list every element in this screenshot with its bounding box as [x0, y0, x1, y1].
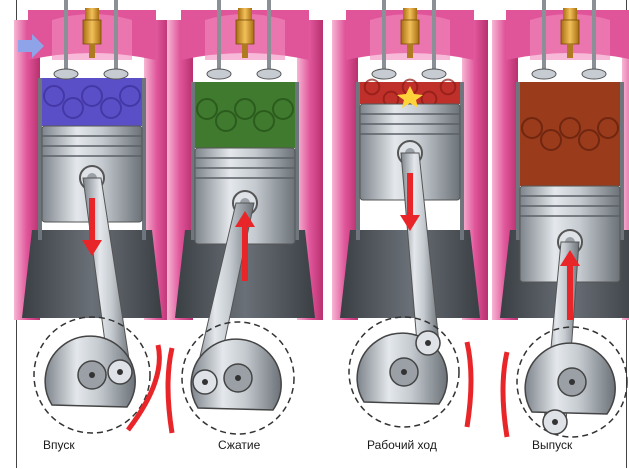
exhaust-valve-head: [257, 69, 281, 79]
rotation-arrow: [503, 352, 507, 437]
spark-plug-top: [563, 8, 577, 20]
spark-plug-tip: [89, 44, 95, 58]
exhaust-valve-head: [422, 69, 446, 79]
exhaust-valve-head: [582, 69, 606, 79]
spark-plug-body: [561, 20, 579, 44]
intake-valve-stem: [382, 0, 386, 72]
label-exhaust: Выпуск: [532, 438, 572, 452]
cylinder-compression: [167, 0, 323, 434]
spark-plug-body: [83, 20, 101, 44]
gas-chamber: [195, 82, 295, 148]
intake-valve-stem: [64, 0, 68, 72]
label-compression: Сжатие: [218, 438, 260, 452]
intake-valve-head: [207, 69, 231, 79]
crank-pin-center: [202, 379, 208, 385]
liner-right: [460, 82, 464, 240]
liner-right: [142, 78, 146, 240]
crank-pin-center: [552, 419, 558, 425]
exhaust-valve-stem: [592, 0, 596, 72]
cylinder-intake: [14, 0, 170, 433]
exhaust-valve-head: [104, 69, 128, 79]
exhaust-valve-stem: [114, 0, 118, 72]
crankshaft-center: [235, 375, 241, 381]
spark-plug-body: [401, 20, 419, 44]
intake-valve-stem: [542, 0, 546, 72]
intake-valve-head: [372, 69, 396, 79]
crank-pin-center: [425, 340, 431, 346]
label-intake: Впуск: [43, 438, 75, 452]
crankshaft-center: [569, 379, 575, 385]
intake-valve-head: [54, 69, 78, 79]
spark-plug-body: [236, 20, 254, 44]
rotation-arrow: [467, 342, 471, 427]
crankshaft-center: [89, 372, 95, 378]
intake-valve-head: [532, 69, 556, 79]
crankshaft-center: [401, 369, 407, 375]
cylinder-exhaust: [492, 0, 629, 437]
liner-left: [191, 82, 195, 240]
exhaust-valve-stem: [432, 0, 436, 72]
cylinder-power: [332, 0, 488, 427]
spark-plug-top: [238, 8, 252, 20]
liner-left: [356, 82, 360, 240]
spark-plug-top: [403, 8, 417, 20]
spark-plug-tip: [407, 44, 413, 58]
spark-plug-tip: [242, 44, 248, 58]
intake-valve-stem: [217, 0, 221, 72]
label-power-stroke: Рабочий ход: [367, 438, 437, 452]
spark-plug-tip: [567, 44, 573, 58]
rotation-arrow: [168, 348, 172, 433]
liner-left: [516, 82, 520, 240]
gas-chamber: [520, 82, 620, 186]
liner-left: [38, 78, 42, 240]
liner-right: [620, 82, 624, 240]
spark-plug-top: [85, 8, 99, 20]
exhaust-valve-stem: [267, 0, 271, 72]
crank-pin-center: [117, 369, 123, 375]
liner-right: [295, 82, 299, 240]
